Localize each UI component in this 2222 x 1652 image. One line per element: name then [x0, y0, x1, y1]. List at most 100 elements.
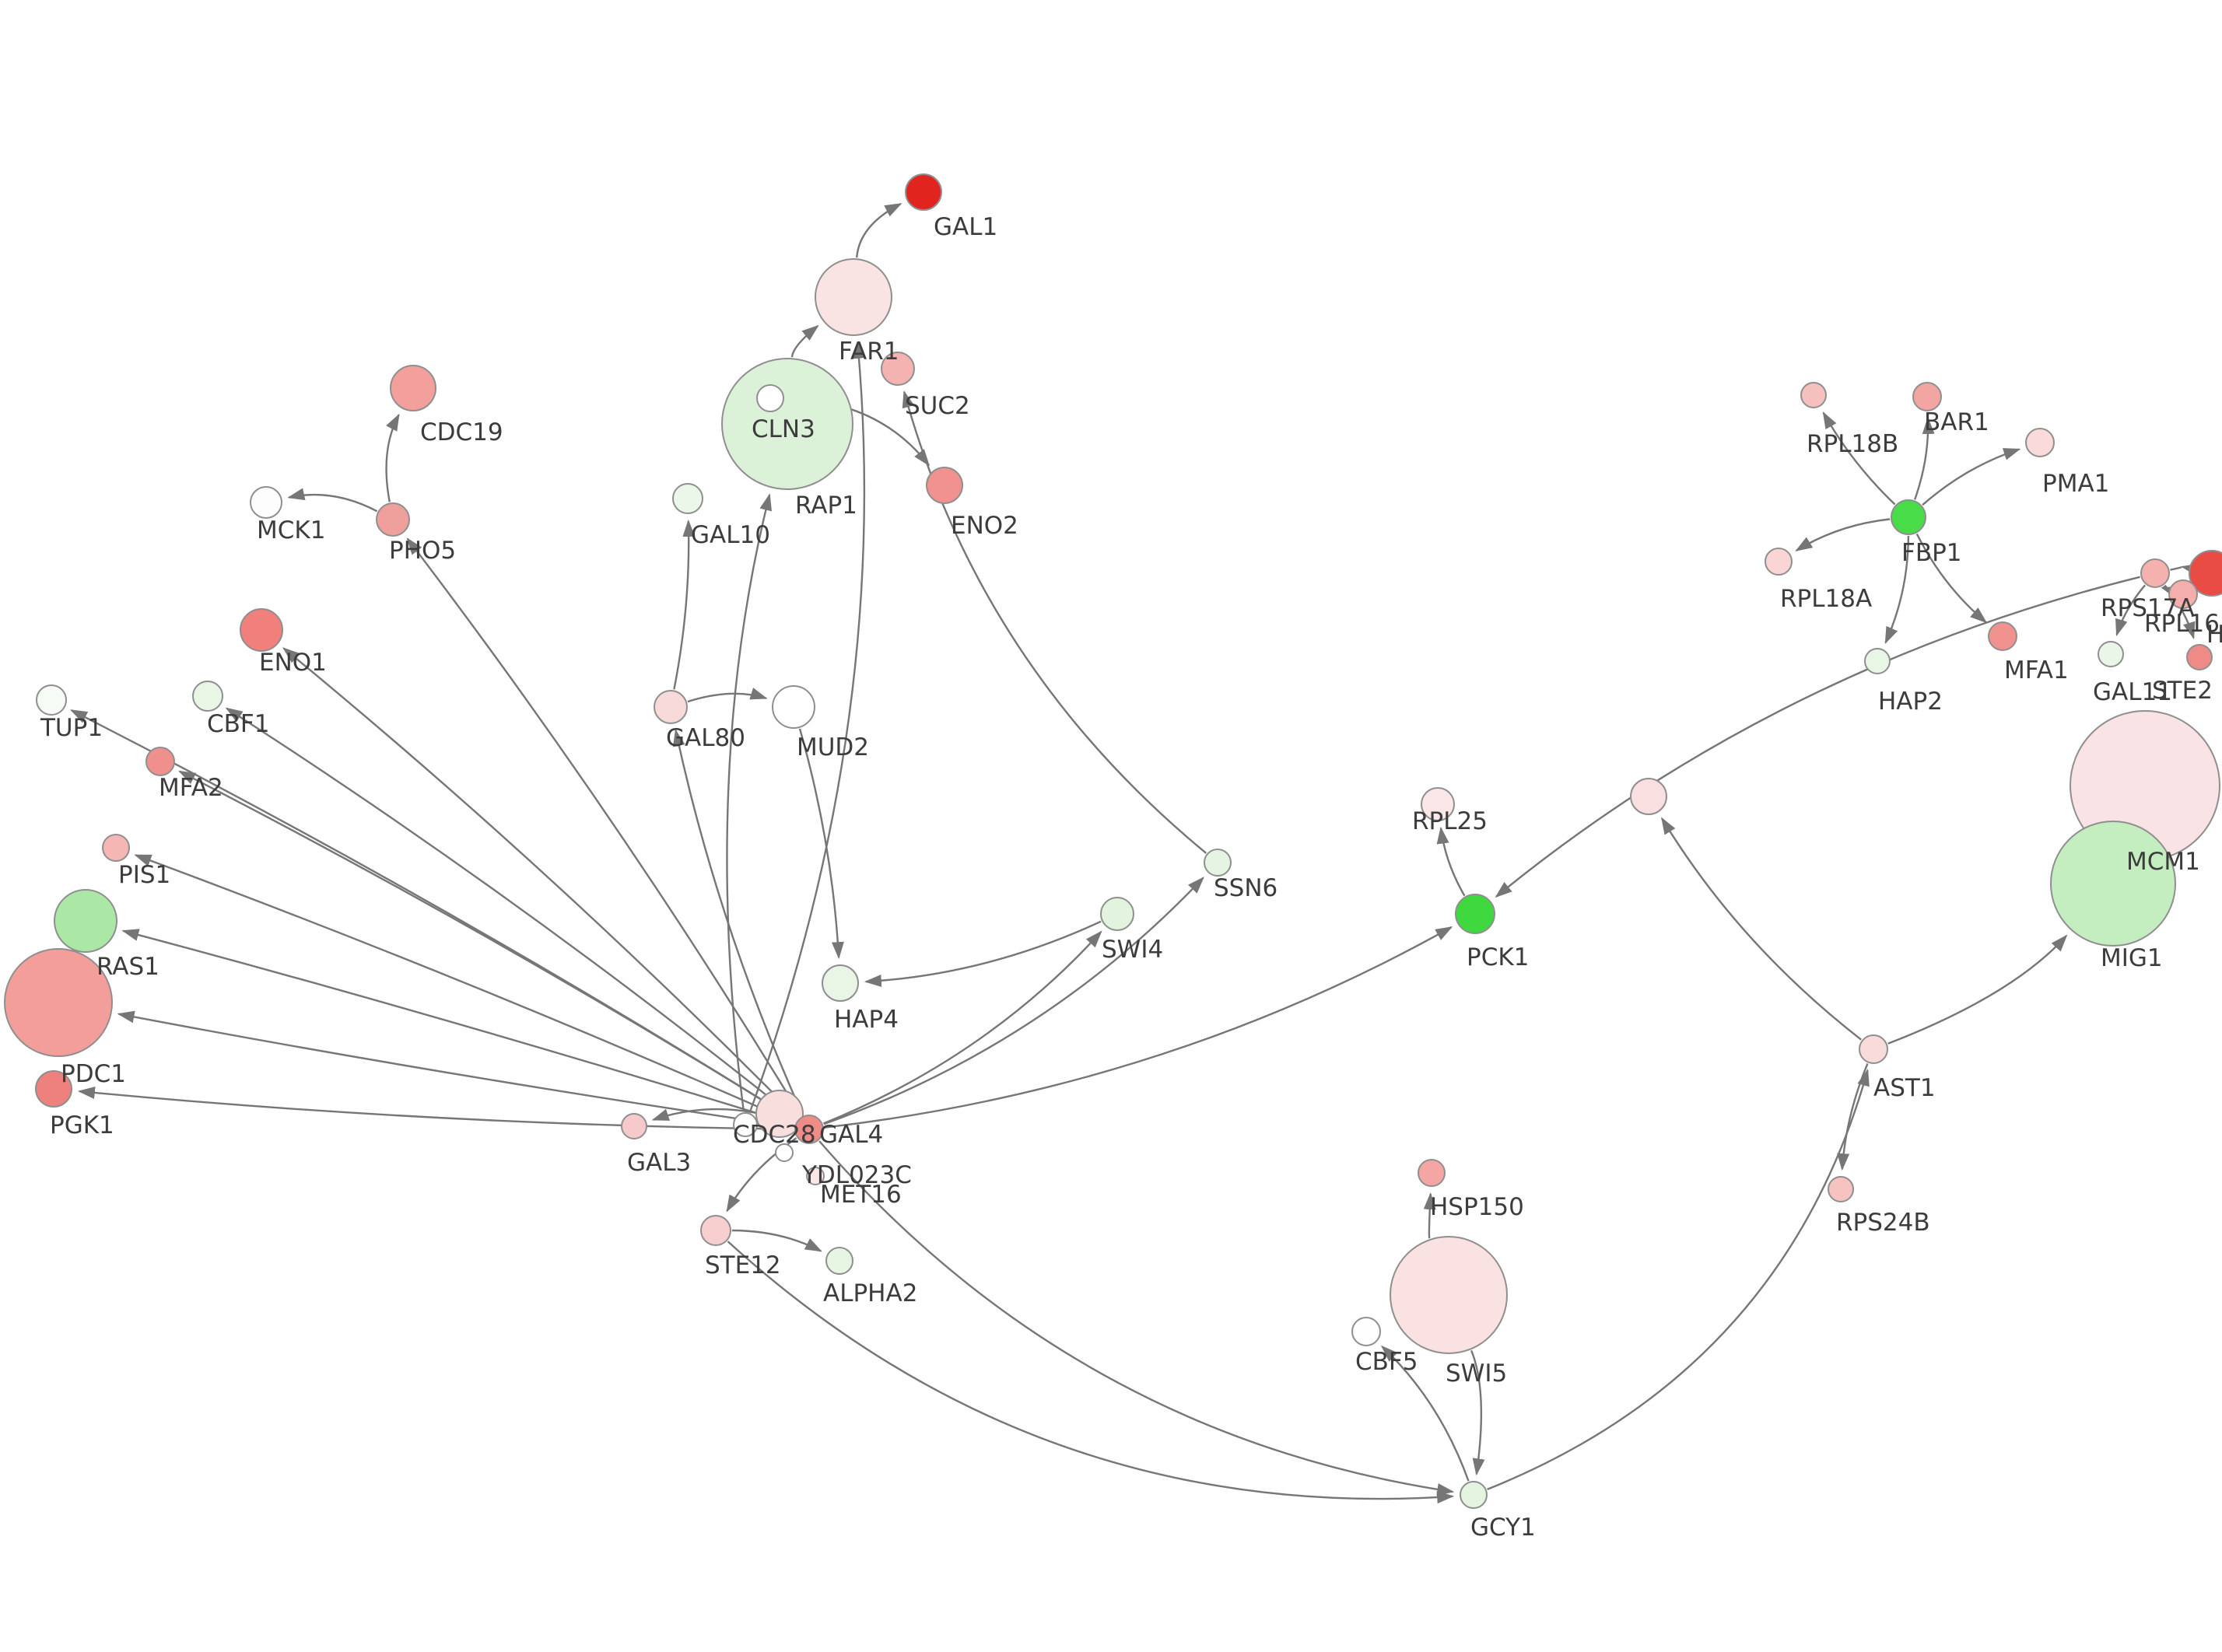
edge-gal4-pdc1[interactable]: [117, 1010, 794, 1129]
node-alpha2[interactable]: [825, 1247, 853, 1275]
edge-rps17a-his4[interactable]: [2170, 563, 2199, 576]
node-mfa2[interactable]: [145, 747, 175, 776]
node-eno1[interactable]: [240, 608, 283, 652]
edge-fbp1-bar1[interactable]: [1913, 417, 1935, 500]
node-tup1[interactable]: [36, 684, 67, 716]
edge-fbp1-rpl18a[interactable]: [1795, 518, 1891, 551]
edge-rps17a-rpl16a[interactable]: [2161, 586, 2179, 599]
node-label-hap2: HAP2: [1878, 688, 1943, 716]
node-pck1[interactable]: [1455, 894, 1495, 934]
node-gal80[interactable]: [654, 690, 688, 724]
node-rap1[interactable]: [756, 384, 784, 412]
node-cdc19[interactable]: [390, 365, 436, 411]
node-gal3[interactable]: [621, 1113, 647, 1139]
edge-ste12-alpha2[interactable]: [731, 1229, 822, 1252]
edge-gcy1-cbf5[interactable]: [1380, 1345, 1470, 1482]
node-hap2[interactable]: [1864, 648, 1891, 674]
node-mfa1[interactable]: [1988, 621, 2017, 651]
node-far1[interactable]: [815, 258, 892, 336]
node-rpl25[interactable]: [1421, 787, 1455, 821]
node-ssn6[interactable]: [1204, 849, 1232, 877]
edge-fbp1-hap2[interactable]: [1884, 535, 1910, 645]
edge-fbp1-mfa1[interactable]: [1915, 533, 1988, 624]
node-rpl16a[interactable]: [2168, 579, 2198, 609]
node-swi4[interactable]: [1100, 897, 1134, 931]
edge-gal4-pis1[interactable]: [134, 854, 796, 1124]
edge-gal4-ras1[interactable]: [121, 929, 795, 1126]
node-ras1[interactable]: [54, 889, 117, 953]
edge-gal4-gcy1[interactable]: [818, 1140, 1455, 1496]
node-cdc28[interactable]: [733, 1112, 758, 1137]
node-pgk1[interactable]: [35, 1070, 72, 1108]
edge-cln3-far1[interactable]: [790, 324, 819, 358]
node-rps24b[interactable]: [1828, 1176, 1854, 1202]
edge-gal4-pck1[interactable]: [824, 926, 1453, 1129]
edge-pho5-cdc19[interactable]: [385, 413, 400, 502]
edge-swi5-hsp150[interactable]: [1423, 1192, 1436, 1239]
node-ast1[interactable]: [1859, 1034, 1888, 1064]
edge-swi4-hap4[interactable]: [864, 920, 1102, 987]
edge-gcy1-ast1[interactable]: [1487, 1069, 1870, 1491]
node-mck1[interactable]: [250, 486, 282, 519]
edge-ast1-rps24b[interactable]: [1837, 1063, 1869, 1171]
node-ste12[interactable]: [700, 1215, 731, 1246]
node-bar1[interactable]: [1912, 382, 1942, 411]
edge-rps17a-pck1[interactable]: [1495, 576, 2140, 898]
node-hsp150[interactable]: [1418, 1159, 1446, 1187]
edge-fbp1-rpl18b[interactable]: [1822, 411, 1896, 506]
edge-gal4-mfa2[interactable]: [178, 770, 797, 1122]
edge-pck1-rpl25[interactable]: [1436, 826, 1466, 897]
node-rpl18b[interactable]: [1800, 382, 1827, 408]
edge-gal4-pho5[interactable]: [406, 537, 802, 1117]
edge-gal4-cbf1[interactable]: [225, 707, 798, 1121]
node-ydl023c[interactable]: [775, 1143, 794, 1162]
edge-gal4-swi4[interactable]: [823, 930, 1102, 1125]
node-cbf1[interactable]: [192, 681, 223, 712]
node-gcy1[interactable]: [1460, 1481, 1488, 1509]
edge-rps17a-gal11[interactable]: [2115, 584, 2147, 637]
node-cln3[interactable]: [721, 358, 853, 490]
node-cbf5[interactable]: [1351, 1317, 1381, 1346]
node-pma1[interactable]: [2025, 428, 2055, 457]
edge-gal4-gal80[interactable]: [672, 729, 804, 1116]
edge-ast1-mig1[interactable]: [1887, 934, 2068, 1045]
node-met16[interactable]: [806, 1167, 825, 1185]
node-rps17a[interactable]: [2140, 558, 2170, 588]
edge-fbp1-pma1[interactable]: [1922, 448, 2021, 506]
node-mig1[interactable]: [2050, 821, 2176, 947]
edge-mud2-hap4[interactable]: [798, 728, 844, 960]
node-fbp1[interactable]: [1891, 499, 1926, 535]
node-eno2[interactable]: [926, 467, 963, 504]
edge-cdc28-cln3[interactable]: [726, 493, 772, 1112]
edge-ste12-gcy1[interactable]: [727, 1241, 1455, 1504]
node-swi5[interactable]: [1390, 1236, 1508, 1354]
node-n1[interactable]: [1630, 778, 1667, 815]
edge-gal80-gal10[interactable]: [673, 520, 696, 690]
node-n2[interactable]: [755, 1090, 804, 1138]
node-hap4[interactable]: [822, 964, 859, 1002]
node-gal10[interactable]: [672, 483, 703, 514]
edge-gal4-eno1[interactable]: [282, 647, 799, 1119]
node-pho5[interactable]: [376, 502, 410, 537]
node-pis1[interactable]: [102, 834, 130, 862]
node-rpl18a[interactable]: [1765, 548, 1793, 576]
edge-swi5-gcy1[interactable]: [1470, 1349, 1485, 1476]
edge-gal4-ssn6[interactable]: [823, 877, 1204, 1125]
edge-cdc28-far1[interactable]: [748, 341, 866, 1113]
edge-gal4-pgk1[interactable]: [77, 1087, 794, 1130]
node-ste2[interactable]: [2186, 644, 2213, 670]
node-his4[interactable]: [2189, 550, 2222, 597]
edge-ssn6-suc2[interactable]: [902, 390, 1207, 854]
edge-far1-gal1[interactable]: [856, 203, 902, 258]
edge-ast1-n1[interactable]: [1661, 817, 1862, 1041]
node-gal11[interactable]: [2098, 641, 2124, 667]
node-gal4[interactable]: [794, 1115, 824, 1144]
node-mud2[interactable]: [772, 685, 815, 729]
edge-pho5-mck1[interactable]: [287, 488, 378, 513]
node-suc2[interactable]: [881, 352, 915, 386]
node-pdc1[interactable]: [4, 948, 113, 1057]
node-gal1[interactable]: [905, 173, 942, 211]
edge-gal80-mud2[interactable]: [687, 688, 768, 703]
